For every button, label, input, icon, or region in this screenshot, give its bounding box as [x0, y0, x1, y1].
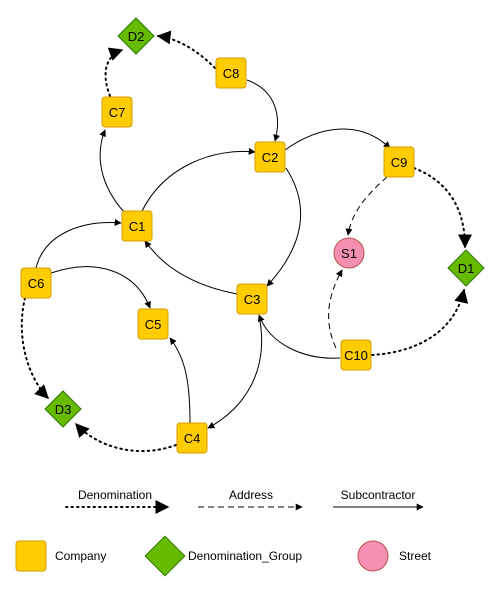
node-label: C4 — [184, 431, 201, 446]
node-c3[interactable]: C3 — [236, 283, 268, 315]
legend-shape — [144, 535, 186, 577]
legend-label: Street — [399, 549, 432, 563]
node-c1[interactable]: C1 — [121, 210, 153, 242]
legend-label: Denomination_Group — [188, 549, 302, 563]
company-shape — [383, 146, 415, 178]
edge-c6-c5 — [50, 266, 151, 309]
node-c6[interactable]: C6 — [20, 267, 52, 299]
legend-node-company: Company — [15, 540, 106, 572]
node-label: C7 — [109, 105, 126, 120]
node-s1[interactable]: S1 — [333, 237, 365, 269]
company-shape — [340, 339, 372, 371]
edge-c10-c3 — [257, 314, 341, 359]
node-d3[interactable]: D3 — [44, 390, 82, 428]
node-label: C6 — [28, 276, 45, 291]
legend-label: Address — [229, 488, 273, 502]
node-label: C3 — [244, 292, 261, 307]
node-c7[interactable]: C7 — [101, 96, 133, 128]
edge-c8-c2 — [246, 79, 281, 142]
node-c9[interactable]: C9 — [383, 146, 415, 178]
edge-c2-c3 — [266, 167, 302, 287]
node-c2[interactable]: C2 — [254, 141, 286, 173]
company-shape — [236, 283, 268, 315]
denomination-group-shape — [447, 249, 485, 287]
legend-label: Denomination — [78, 488, 152, 502]
edge-c3-c4 — [207, 314, 263, 429]
edge-c9-s1 — [345, 176, 388, 236]
edge-c10-s1 — [328, 269, 343, 349]
edge-c6-d3 — [20, 297, 49, 399]
node-c5[interactable]: C5 — [137, 308, 169, 340]
edge-c7-d2 — [104, 47, 124, 97]
company-shape — [101, 96, 133, 128]
street-shape — [333, 237, 365, 269]
node-label: C2 — [262, 150, 279, 165]
legend-node-denomination-group: Denomination_Group — [144, 535, 302, 577]
legend-edge-address: Address — [198, 488, 303, 511]
node-label: D2 — [128, 29, 145, 44]
node-c8[interactable]: C8 — [215, 57, 247, 89]
edge-c9-d1 — [413, 167, 472, 249]
node-label: D1 — [458, 261, 475, 276]
denomination-group-shape — [117, 17, 155, 55]
company-shape — [137, 308, 169, 340]
node-c4[interactable]: C4 — [176, 422, 208, 454]
node-d2[interactable]: D2 — [117, 17, 155, 55]
node-label: C10 — [344, 348, 368, 363]
node-label: D3 — [55, 402, 72, 417]
edge-c1-c2 — [141, 147, 256, 212]
node-label: C1 — [129, 219, 146, 234]
legend-shape — [357, 540, 389, 572]
node-label: C5 — [145, 317, 162, 332]
edge-c8-d2 — [156, 30, 216, 69]
edge-c10-d1 — [371, 288, 469, 356]
edge-c4-d3 — [75, 422, 177, 453]
node-d1[interactable]: D1 — [447, 249, 485, 287]
legend-shape — [15, 540, 47, 572]
edge-c1-c7 — [99, 129, 125, 213]
company-shape — [121, 210, 153, 242]
company-shape — [176, 422, 208, 454]
legend-edge-denomination: Denomination — [65, 488, 170, 514]
node-label: C9 — [391, 155, 408, 170]
node-c10[interactable]: C10 — [340, 339, 372, 371]
edge-c6-c1 — [35, 218, 122, 269]
edges-layer — [20, 30, 472, 453]
legend-label: Subcontractor — [341, 488, 416, 502]
node-label: C8 — [223, 66, 240, 81]
node-label: S1 — [341, 246, 357, 261]
company-shape — [254, 141, 286, 173]
edge-c4-c5 — [169, 337, 191, 424]
denomination-group-shape — [44, 390, 82, 428]
legend-node-street: Street — [357, 540, 432, 572]
legend-edge-subcontractor: Subcontractor — [333, 488, 424, 511]
legend-label: Company — [55, 549, 106, 563]
edge-c3-c1 — [144, 240, 238, 295]
company-shape — [20, 267, 52, 299]
edge-c2-c9 — [284, 128, 391, 151]
company-shape — [215, 57, 247, 89]
